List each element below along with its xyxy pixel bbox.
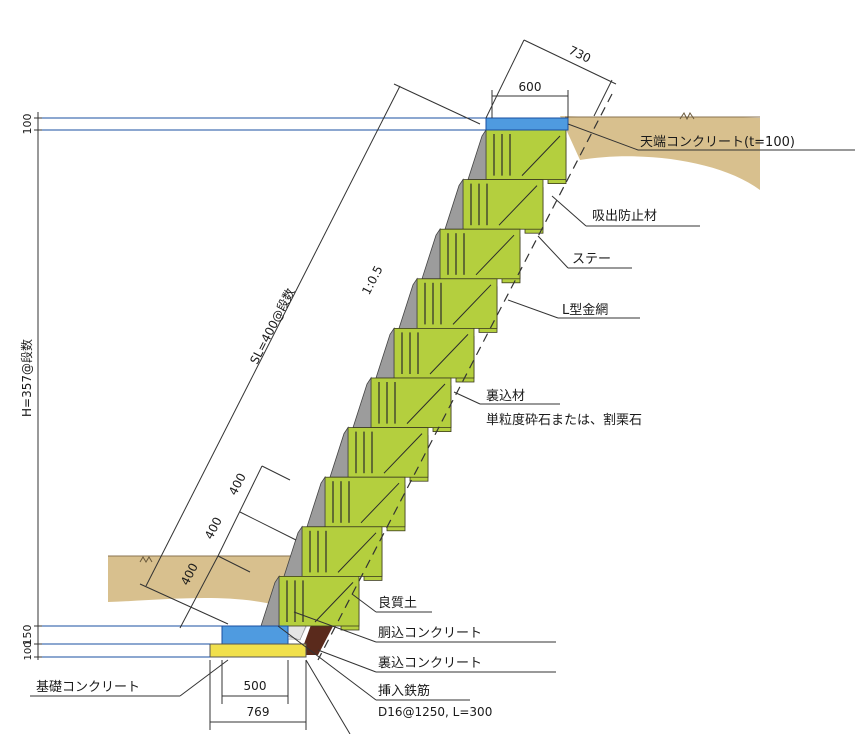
- gabion-block: [347, 427, 429, 478]
- slope-length-dimension: [139, 83, 481, 625]
- stay-line: [360, 482, 400, 524]
- stay-line: [498, 185, 538, 226]
- stay-line: [314, 582, 354, 623]
- block-wedge: [421, 227, 441, 280]
- reference-lines: [34, 117, 486, 658]
- stay-line: [406, 383, 446, 424]
- stay-line: [521, 135, 561, 176]
- height-dimension: [34, 112, 42, 660]
- foundation-concrete-slab: [209, 643, 307, 658]
- block-wedge: [444, 178, 464, 230]
- dim-slope-length: SL=400@段数: [246, 285, 297, 366]
- label-back-concrete: 裏込コンクリート: [378, 656, 482, 671]
- block-wedge: [329, 426, 349, 478]
- gabion-block: [278, 576, 360, 627]
- block-wedge: [398, 277, 418, 329]
- gabion-block: [324, 476, 406, 528]
- stay-line: [452, 284, 492, 325]
- gabion-blocks: [260, 128, 567, 631]
- block-wedge: [467, 128, 487, 180]
- grass-icon: [139, 112, 695, 563]
- label-rebar-spec: D16@1250, L=300: [378, 705, 492, 719]
- label-filler-concrete: 胴込コンクリート: [378, 626, 482, 641]
- bottom-dimensions: [209, 660, 307, 730]
- label-good-soil: 良質土: [378, 595, 417, 611]
- block-wedge: [283, 525, 303, 577]
- dim-base-height: 150: [21, 625, 34, 646]
- dim-block-a: 400: [226, 471, 249, 498]
- gabion-block: [416, 278, 498, 329]
- gabion-block: [393, 327, 475, 379]
- stay-line: [383, 433, 423, 474]
- label-stay: ステー: [572, 252, 611, 267]
- gabion-block: [301, 526, 383, 577]
- leader-lines: [30, 123, 855, 735]
- dim-total-height: H=357@段数: [19, 339, 34, 417]
- stay-line: [429, 334, 469, 375]
- stay-line: [475, 234, 515, 276]
- top-dimensions: [485, 39, 617, 119]
- block-wedge: [306, 475, 326, 528]
- dim-base-width: 500: [244, 679, 267, 693]
- dim-base-sub: 100: [23, 641, 34, 660]
- dim-top-width: 600: [519, 80, 542, 94]
- gabion-block: [439, 228, 521, 280]
- gabion-block: [485, 129, 567, 180]
- block-wedge: [352, 376, 372, 428]
- label-foundation-concrete: 基礎コンクリート: [36, 680, 140, 695]
- label-suction-prevention: 吸出防止材: [592, 208, 657, 224]
- block-wedge: [375, 327, 395, 379]
- stay-line: [337, 532, 377, 573]
- base-block: [221, 625, 289, 645]
- dim-footing-width: 769: [247, 705, 270, 719]
- label-l-wire-mesh: L型金網: [562, 302, 608, 318]
- ground-top: [560, 116, 760, 190]
- label-crown-concrete: 天端コンクリート(t=100): [640, 135, 795, 150]
- label-backfill-note: 単粒度砕石または、割栗石: [486, 412, 642, 428]
- dim-top-height: 100: [21, 114, 34, 135]
- block-dimensions: [179, 465, 297, 629]
- label-rebar: 挿入鉄筋: [378, 683, 430, 699]
- gabion-block: [370, 377, 452, 428]
- gabion-block: [462, 179, 544, 230]
- dim-slope-ratio: 1:0.5: [359, 263, 385, 297]
- label-backfill: 裏込材: [486, 389, 525, 404]
- dim-block-b: 400: [202, 515, 225, 542]
- crown-concrete: [485, 117, 569, 131]
